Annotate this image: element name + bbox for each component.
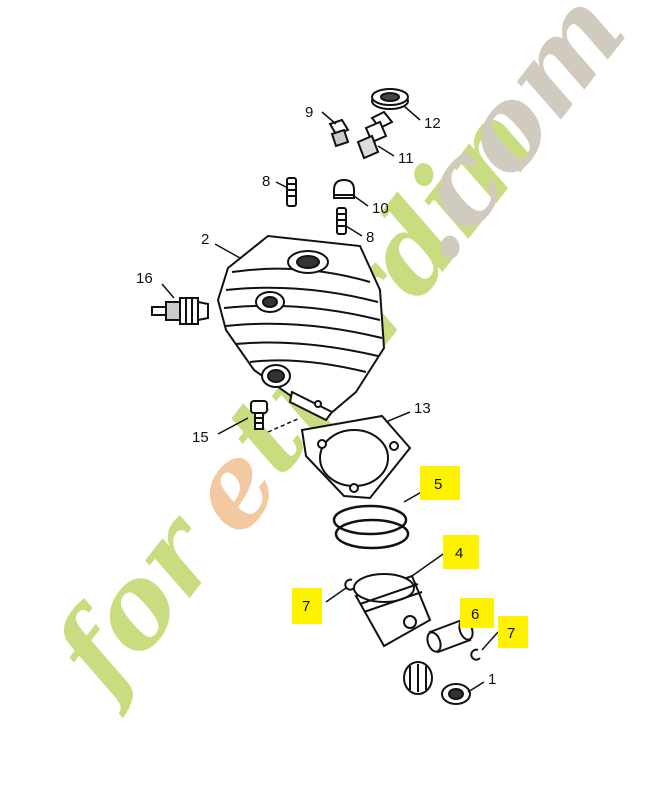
callout-4: 4 — [455, 545, 463, 562]
part-1-needle-bearing — [441, 683, 471, 705]
highlight-4 — [443, 535, 479, 569]
callout-1: 1 — [488, 671, 496, 688]
callout-15: 15 — [192, 429, 209, 446]
callout-12: 12 — [424, 115, 441, 132]
callout-8-upper: 8 — [262, 173, 270, 190]
callout-7-right: 7 — [507, 625, 515, 642]
part-11-valve — [356, 110, 394, 160]
callout-2: 2 — [201, 231, 209, 248]
part-16-spark-plug — [151, 297, 209, 325]
svg-text:for: for — [24, 487, 248, 722]
part-10-cap-nut — [333, 178, 355, 199]
part-7-circlip-right — [470, 648, 481, 661]
part-5-piston-rings — [332, 504, 410, 550]
highlight-7b — [498, 616, 528, 648]
part-13-gasket — [300, 414, 412, 500]
part-2-cylinder — [216, 234, 386, 422]
callout-16: 16 — [136, 270, 153, 287]
part-8-stud-upper — [286, 177, 297, 207]
callout-7-left: 7 — [302, 598, 310, 615]
assembly-dash-line — [267, 417, 301, 433]
callout-11: 11 — [398, 150, 414, 167]
highlight-6 — [460, 598, 494, 628]
callout-5: 5 — [434, 476, 442, 493]
part-9-plug — [328, 118, 350, 148]
part-4-piston — [353, 573, 432, 648]
callout-6: 6 — [471, 606, 479, 623]
part-7-circlip-left — [344, 578, 355, 591]
callout-10: 10 — [372, 200, 389, 217]
highlight-boxes — [292, 466, 528, 648]
needle-cage — [403, 661, 433, 695]
part-12-rubber-cap — [371, 88, 409, 110]
callout-13: 13 — [414, 400, 431, 417]
part-8-stud-lower — [336, 207, 347, 235]
highlight-7a — [292, 588, 322, 624]
callout-9: 9 — [305, 104, 313, 121]
highlight-5 — [420, 466, 460, 500]
part-15-screw — [250, 400, 268, 430]
callout-8-lower: 8 — [366, 229, 374, 246]
